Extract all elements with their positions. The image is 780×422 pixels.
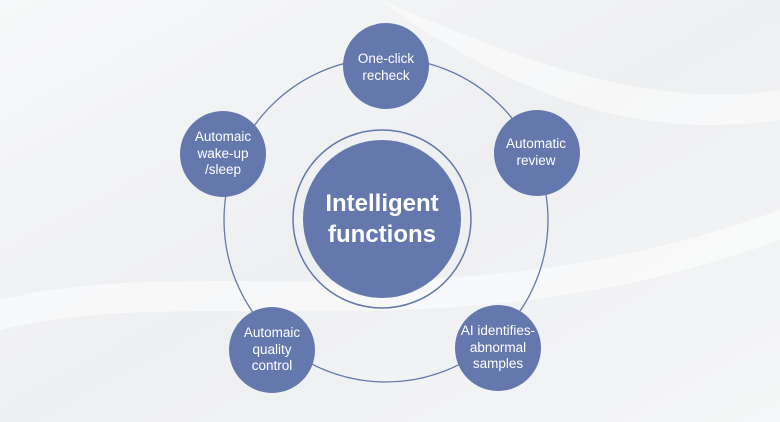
- node-label-line: samples: [472, 356, 524, 372]
- background-swoosh: [0, 210, 780, 330]
- node-label-line: Automaic: [243, 324, 301, 340]
- node-circle-one-click-recheck: [343, 23, 429, 109]
- center-circle: [303, 140, 461, 298]
- node-label-automaic-quality-control: Automaic quality control: [224, 310, 320, 390]
- node-label-line: abnormal: [469, 339, 527, 355]
- center-label-line: functions: [328, 221, 436, 248]
- node-label-line: AI identifies-: [460, 322, 536, 338]
- node-label-line: /sleep: [204, 162, 242, 178]
- node-label-line: review: [516, 153, 556, 168]
- node-circle-automaic-quality-control: [229, 307, 315, 393]
- node-label-one-click-recheck: One-click recheck: [338, 28, 434, 108]
- center-outer-ring: [292, 129, 472, 309]
- node-circle-automaic-wake-up-sleep: [180, 111, 266, 197]
- node-label-automaic-wake-up-sleep: Automaic wake-up /sleep: [175, 114, 271, 194]
- node-circle-automatic-review: [494, 110, 580, 196]
- node-label-line: wake-up: [197, 145, 249, 161]
- node-label-ai-identifies-abnormal-samples: AI identifies- abnormal samples: [450, 308, 546, 388]
- node-label-line: recheck: [362, 68, 410, 83]
- background-swoosh-top: [380, 0, 780, 125]
- node-label-line: Automatic: [505, 136, 567, 152]
- node-label-line: quality: [252, 341, 292, 357]
- node-circle-ai-identifies-abnormal-samples: [455, 305, 541, 391]
- center-label: Intelligent functions: [297, 169, 467, 269]
- node-label-automatic-review: Automatic review: [488, 113, 584, 193]
- center-label-line: Intelligent: [325, 189, 439, 217]
- node-label-line: control: [251, 358, 293, 374]
- node-label-line: One-click: [357, 51, 415, 67]
- node-label-line: Automaic: [194, 128, 252, 144]
